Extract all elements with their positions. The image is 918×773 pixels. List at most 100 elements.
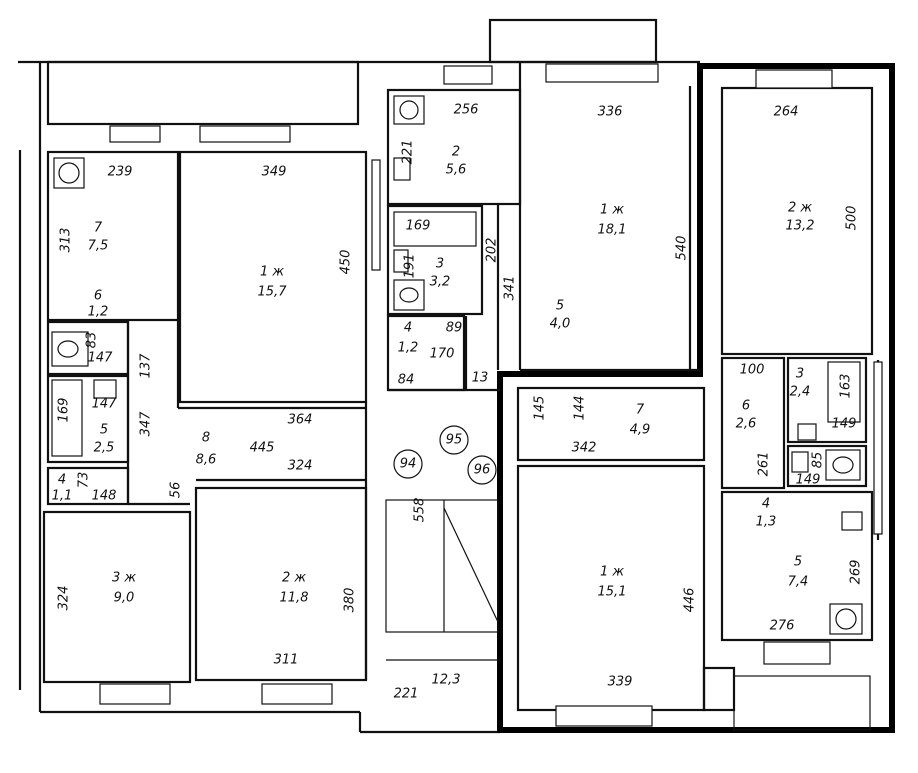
room-number: 5 [556, 299, 564, 314]
dimension-label: 147 [92, 397, 118, 412]
dimension-label: 83 [85, 332, 100, 349]
room-number: 3 [436, 257, 444, 272]
dimension-label: 261 [757, 452, 772, 477]
room-area: 5,6 [446, 163, 467, 178]
windows [99, 63, 883, 727]
dimension-label: 558 [413, 498, 428, 523]
dimension-label: 341 [503, 276, 518, 301]
dimension-label: 380 [343, 588, 358, 613]
room-number: 7 [94, 221, 103, 236]
dimension-label: 144 [573, 396, 588, 421]
dimension-label: 137 [139, 353, 154, 379]
dimension-label: 342 [572, 441, 597, 456]
dimension-label: 100 [740, 363, 765, 378]
room-area: 9,0 [114, 591, 135, 606]
dimension-label: 169 [57, 398, 72, 423]
dimension-label: 85 [811, 452, 826, 469]
dimension-label: 73 [77, 472, 92, 489]
dimension-label: 239 [108, 165, 133, 180]
dimension-label: 364 [288, 413, 313, 428]
dimension-label: 540 [675, 236, 690, 261]
stair-mark: 94 [400, 457, 417, 472]
room-area: 18,1 [598, 223, 627, 238]
room-area: 1,2 [398, 341, 419, 356]
room-area: 4,9 [630, 423, 651, 438]
room-area: 7,5 [88, 239, 109, 254]
exterior-walls [18, 18, 700, 734]
room-number: 6 [742, 399, 750, 414]
dimension-label: 500 [845, 206, 860, 231]
room-area: 1,2 [88, 305, 109, 320]
dimension-label: 221 [394, 687, 419, 702]
room-area: 15,7 [258, 285, 288, 300]
interior-walls [42, 62, 880, 731]
room-number: 8 [202, 431, 210, 446]
dimension-label: 147 [88, 351, 114, 366]
room-number: 4 [404, 321, 412, 336]
dimension-label: 313 [59, 228, 74, 253]
room-number: 1 ж [260, 265, 284, 280]
room-area: 11,8 [280, 591, 309, 606]
dimension-label: 256 [454, 103, 479, 118]
dimension-label: 221 [401, 140, 416, 165]
room-number: 2 ж [788, 201, 812, 216]
room-area: 13,2 [786, 219, 815, 234]
highlighted-apartment-border [497, 63, 895, 733]
dimension-label: 450 [339, 250, 354, 275]
dimension-label: 339 [608, 675, 633, 690]
room-area: 8,6 [196, 453, 217, 468]
room-number: 5 [794, 555, 802, 570]
room-area: 2,4 [790, 385, 811, 400]
room-number: 4 [58, 473, 66, 488]
room-number: 2 [452, 145, 460, 160]
room-number: 4 [762, 497, 770, 512]
room-number: 7 [636, 403, 645, 418]
dimension-label: 445 [250, 441, 275, 456]
bathtub-icon [51, 379, 83, 457]
sink-icon [841, 511, 863, 531]
room-number: 3 ж [112, 571, 136, 586]
room-area: 2,6 [736, 417, 757, 432]
room-number: 5 [100, 423, 108, 438]
dimension-label: 202 [485, 238, 500, 263]
dimension-label: 84 [398, 373, 415, 388]
room-number: 1 ж [600, 203, 624, 218]
toilet-icon [825, 449, 861, 481]
dimension-label: 349 [262, 165, 287, 180]
dimension-label: 446 [683, 588, 698, 613]
room-area: 1,1 [52, 489, 73, 504]
dimension-label: 148 [92, 489, 117, 504]
room-area: 3,2 [430, 275, 451, 290]
dimension-label: 163 [839, 374, 854, 399]
dimension-label: 264 [774, 105, 799, 120]
sink-icon [791, 451, 809, 473]
dimension-label: 56 [169, 482, 184, 499]
stair-mark: 95 [446, 433, 463, 448]
stair-mark: 96 [474, 463, 491, 478]
dimension-label: 336 [598, 105, 623, 120]
room-number: 3 [796, 367, 804, 382]
dimension-label: 276 [770, 619, 795, 634]
sink-icon [797, 423, 817, 441]
dimension-label: 311 [274, 653, 299, 668]
dimension-label: 191 [403, 254, 418, 279]
stove-icon [393, 95, 425, 125]
room-number: 1 ж [600, 565, 624, 580]
stair-markers: 95 94 96 [393, 425, 497, 485]
dimension-label: 269 [849, 560, 864, 585]
dimension-label: 170 [430, 347, 455, 362]
dimension-label: 149 [796, 473, 821, 488]
dimension-labels: 239 349 256 336 264 313 450 221 202 341 … [57, 103, 864, 702]
room-number: 2 ж [282, 571, 306, 586]
room-area: 4,0 [550, 317, 571, 332]
sink-icon [93, 379, 117, 399]
sink-icon [393, 249, 409, 273]
dimension-label: 324 [288, 459, 313, 474]
dimension-label: 347 [139, 411, 154, 437]
toilet-icon [393, 279, 425, 311]
room-area: 12,3 [432, 673, 461, 688]
room-area: 1,3 [756, 515, 777, 530]
dimension-label: 324 [57, 586, 72, 611]
